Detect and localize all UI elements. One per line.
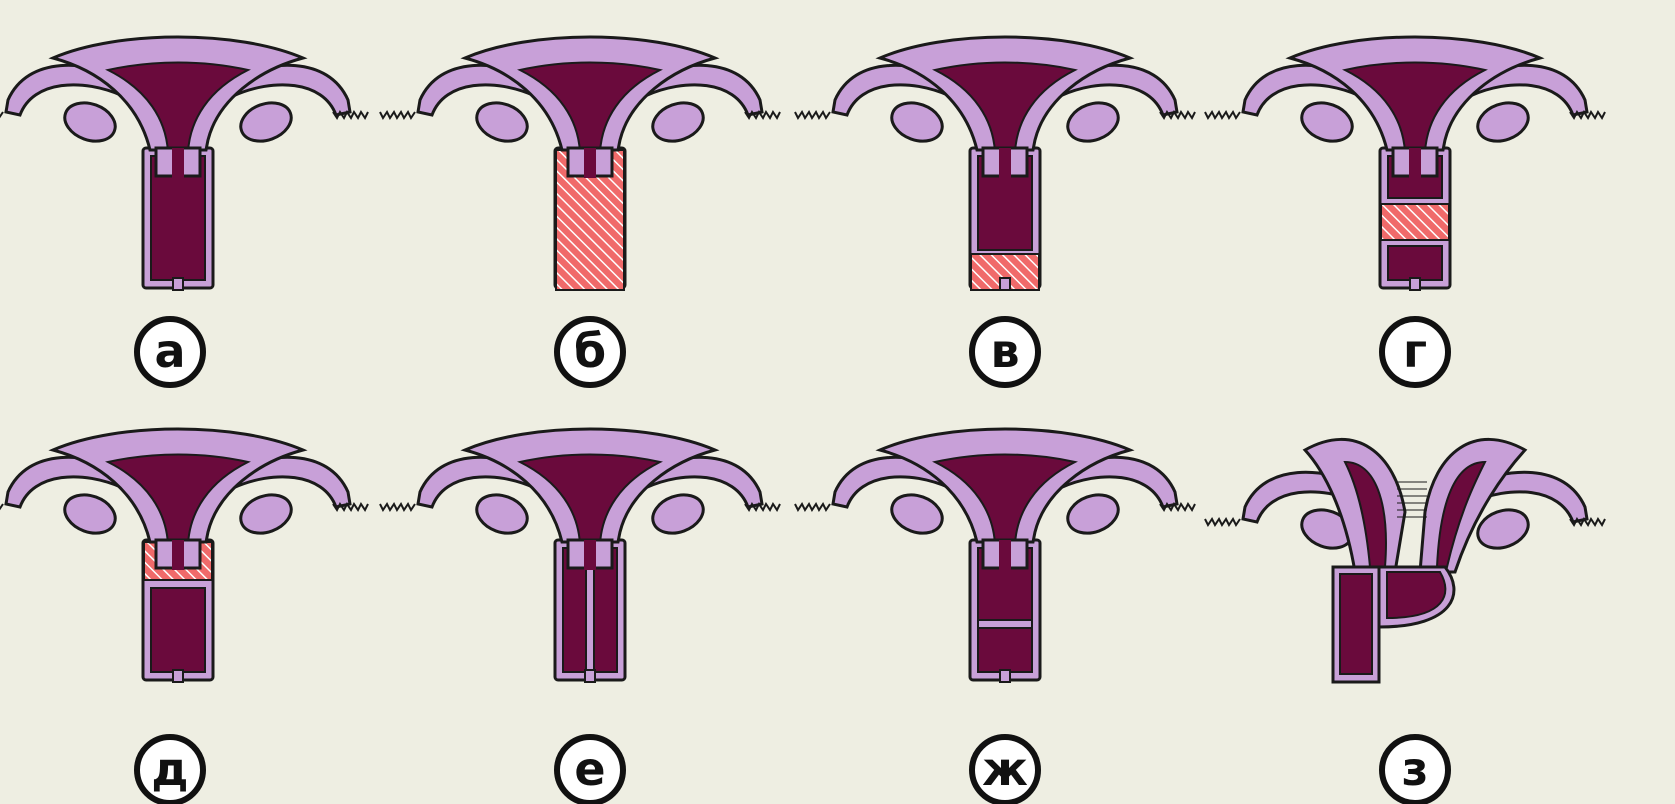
introitus <box>1000 670 1010 682</box>
introitus <box>173 670 183 682</box>
panel-label-text: а <box>154 324 185 378</box>
left-ovary <box>471 488 532 540</box>
cervical-canal <box>584 148 596 178</box>
left-fimbriae <box>1205 519 1240 525</box>
panel-label: ж <box>972 737 1038 803</box>
panel-label-text: в <box>990 324 1019 378</box>
panel-label-text: ж <box>982 742 1028 796</box>
right-ovary <box>1062 96 1123 148</box>
panel-longitudinal-vaginal-septum <box>380 429 780 682</box>
panel-label: а <box>137 319 203 385</box>
panel-transverse-vaginal-septum <box>795 429 1195 682</box>
right-ovary <box>647 488 708 540</box>
panel-lower-vaginal-atresia <box>795 37 1195 290</box>
panel-label-text: з <box>1402 742 1429 796</box>
panel-complete-vaginal-atresia <box>380 37 780 290</box>
panel-label-text: г <box>1403 324 1427 378</box>
left-hemivagina-cavity <box>1340 574 1372 674</box>
panel-middle-vaginal-atresia <box>1205 37 1605 290</box>
introitus <box>173 278 183 290</box>
left-ovary <box>471 96 532 148</box>
panel-label-text: е <box>574 742 605 796</box>
right-ovary <box>1062 488 1123 540</box>
introitus <box>585 670 595 682</box>
panel-label: г <box>1382 319 1448 385</box>
vaginal-cavity <box>151 588 205 672</box>
introitus <box>1000 278 1010 290</box>
cervical-canal <box>172 148 184 178</box>
panel-label: д <box>137 737 203 803</box>
transverse-septum <box>978 620 1032 628</box>
cervical-canal <box>999 148 1011 178</box>
panel-label: б <box>557 319 623 385</box>
right-ovary <box>235 488 296 540</box>
panel-normal-vagina <box>0 37 368 290</box>
left-fimbriae <box>380 112 415 118</box>
panel-label: в <box>972 319 1038 385</box>
left-hemi-uterus <box>1305 439 1405 572</box>
left-fimbriae <box>1205 112 1240 118</box>
right-hemi-uterus <box>1420 439 1525 572</box>
left-ovary <box>886 96 947 148</box>
panel-duplicated-uterus-with-blind-hemivagina <box>1205 439 1605 682</box>
left-ovary <box>1296 96 1357 148</box>
panel-label-text: б <box>574 324 606 378</box>
left-fimbriae <box>795 504 830 510</box>
left-ovary <box>59 96 120 148</box>
cervical-canal <box>172 540 184 570</box>
panel-label-text: д <box>151 742 188 796</box>
vaginal-cavity-lower <box>1388 246 1442 280</box>
right-ovary <box>647 96 708 148</box>
left-fimbriae <box>0 112 3 118</box>
left-ovary <box>59 488 120 540</box>
left-fimbriae <box>380 504 415 510</box>
panel-label: е <box>557 737 623 803</box>
left-fimbriae <box>0 504 3 510</box>
panel-label: з <box>1382 737 1448 803</box>
cervical-canal <box>1409 148 1421 178</box>
introitus <box>1410 278 1420 290</box>
cervical-canal <box>999 540 1011 570</box>
cervical-canal <box>584 540 596 570</box>
panel-upper-vaginal-atresia <box>0 429 368 682</box>
left-fimbriae <box>795 112 830 118</box>
left-ovary <box>886 488 947 540</box>
atresia-segment <box>1381 204 1449 240</box>
right-ovary <box>1472 96 1533 148</box>
right-ovary <box>235 96 296 148</box>
